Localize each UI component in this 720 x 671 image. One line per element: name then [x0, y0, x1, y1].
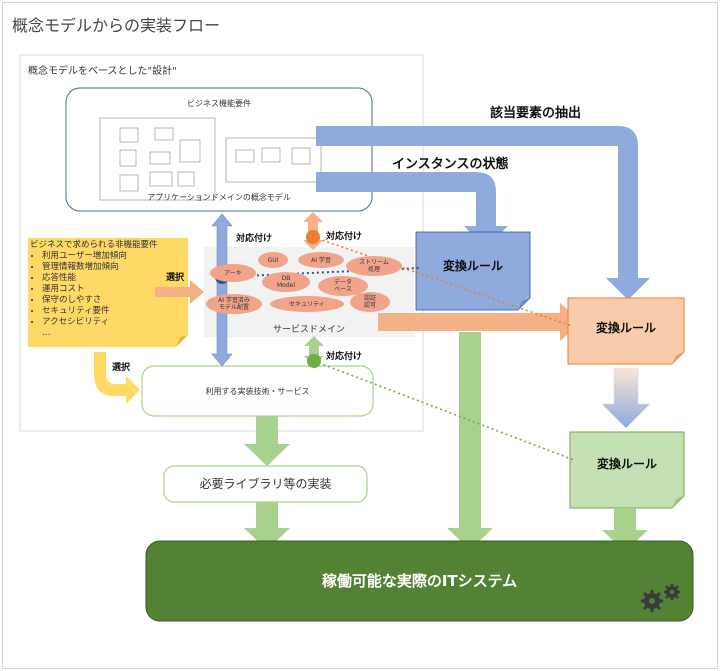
business-requirements-title: ビジネス機能要件 — [187, 99, 251, 108]
select-arrow-1 — [155, 280, 204, 304]
gradient-down-arrow — [601, 367, 651, 429]
green-dotted-link — [313, 360, 575, 461]
nonfunctional-requirements: ビジネスで求められる非機能要件 利用ユーザー増加傾向 管理情報数増加傾向 応答性… — [30, 240, 188, 339]
domain-ellipse: セキュリティ — [270, 296, 344, 312]
domain-ellipse: データ ベース — [318, 276, 368, 296]
orange-dot — [306, 230, 320, 244]
select-label-2: 選択 — [112, 363, 131, 373]
list-item: … — [42, 328, 51, 338]
domain-ellipse: 認証 認可 — [350, 292, 390, 312]
gears-icon — [641, 584, 680, 612]
blue-double-arrow — [211, 213, 233, 367]
orange-dotted-link — [312, 236, 573, 327]
orange-rule-label: 変換ルール — [595, 321, 656, 335]
domain-ellipse: ストリーム 処理 — [346, 256, 402, 276]
list-item: アクセシビリティ — [42, 317, 188, 328]
domain-ellipse: AI 学習 — [298, 252, 344, 268]
mapping-label-orange: 対応付け — [326, 232, 363, 242]
domain-ellipse: DB Model — [262, 272, 310, 292]
extract-arrow — [316, 126, 650, 300]
green-arrow-tech-to-lib — [244, 416, 290, 466]
library-label: 必要ライブラリ等の実装 — [199, 477, 332, 491]
domain-ellipse: アーキ — [210, 264, 256, 282]
green-arrow-lib-to-system — [244, 500, 290, 550]
service-domain-label: サービスドメイン — [272, 325, 345, 335]
select-arrow-2 — [94, 352, 140, 404]
extract-label: 該当要素の抽出 — [490, 106, 582, 121]
mapping-label-blue: 対応付け — [236, 234, 273, 244]
blue-rule-label: 変換ルール — [442, 259, 503, 273]
it-system-label: 稼働可能な実際のITシステム — [321, 572, 518, 590]
list-item: 応答性能 — [42, 273, 188, 284]
page-title: 概念モデルからの実装フロー — [12, 16, 221, 35]
design-panel-title: 概念モデルをベースとした"設計" — [28, 66, 177, 77]
list-item: 運用コスト — [42, 284, 188, 295]
tech-service-label: 利用する実装技術・サービス — [205, 387, 310, 396]
library-box — [163, 465, 368, 503]
nonfunctional-note — [28, 238, 188, 347]
domain-ellipse: GUI — [258, 252, 288, 268]
instance-state-label: インスタンスの状態 — [392, 157, 509, 172]
concept-model-thumbnail — [99, 117, 322, 201]
green-dot — [307, 354, 321, 368]
green-rule-label: 変換ルール — [596, 457, 657, 471]
green-arrow-rule-to-system — [447, 332, 493, 550]
to-orange-rule-arrow — [378, 303, 582, 341]
it-system-box — [145, 540, 694, 622]
mapping-label-green: 対応付け — [326, 352, 363, 362]
list-item: 保守のしやすさ — [42, 295, 188, 306]
concept-model-caption: アプリケーションドメインの概念モデル — [147, 193, 291, 202]
list-item: 利用ユーザー増加傾向 — [42, 251, 188, 262]
nonfunctional-title: ビジネスで求められる非機能要件 — [30, 240, 158, 250]
domain-ellipse: AI 学習済み モデル配置 — [206, 294, 262, 314]
select-label-1: 選択 — [166, 273, 185, 283]
list-item: セキュリティ要件 — [42, 306, 188, 317]
list-item: 管理情報数増加傾向 — [42, 262, 188, 273]
instance-state-arrow — [316, 172, 508, 248]
